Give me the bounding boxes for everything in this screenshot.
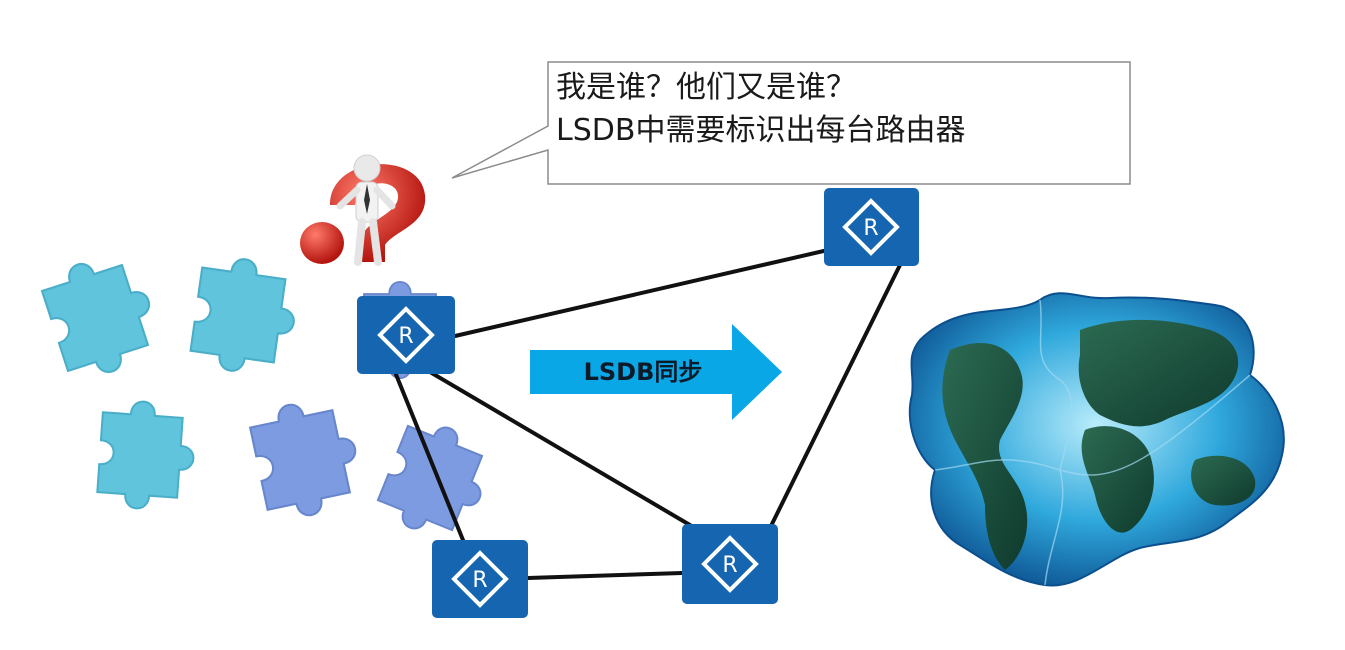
link-r1-r4 [428, 370, 697, 530]
speech-bubble-outline [451, 61, 1131, 185]
thinking-person-icon [300, 154, 426, 266]
speech-bubble [451, 61, 1131, 185]
router-r3[interactable]: R [432, 540, 528, 618]
router-icon: R [451, 550, 509, 608]
router-label: R [472, 568, 487, 593]
puzzle-piece-icon [95, 397, 199, 514]
router-icon: R [842, 198, 900, 256]
callout-line-1: 我是谁？他们又是谁？ [556, 70, 856, 105]
router-label: R [722, 553, 737, 578]
continent-africa [1081, 426, 1154, 533]
speech-bubble-text: 我是谁？他们又是谁？ LSDB中需要标识出每台路由器 [556, 66, 1116, 152]
puzzle-piece-icon [187, 252, 303, 380]
router-label: R [398, 324, 413, 349]
puzzle-seams [934, 299, 1251, 586]
question-dot [300, 222, 344, 264]
router-icon: R [701, 535, 759, 593]
continent-eurasia [1078, 319, 1239, 427]
world-map-puzzle-icon [908, 292, 1285, 587]
router-label: R [863, 216, 878, 241]
link-r3-r4 [526, 571, 684, 580]
sync-arrow-label: LSDB同步 [583, 358, 703, 386]
continent-americas [942, 342, 1028, 570]
puzzle-piece-icon [246, 392, 368, 525]
router-icon: R [377, 306, 435, 364]
router-r4[interactable]: R [682, 524, 778, 604]
link-r1-r3 [393, 370, 467, 547]
link-r1-r2 [453, 248, 830, 338]
link-r2-r4 [768, 263, 902, 530]
puzzle-piece-icon [36, 246, 167, 386]
puzzle-piece-icon [371, 412, 501, 549]
callout-line-2: LSDB中需要标识出每台路由器 [556, 113, 966, 148]
sync-arrow-icon [530, 324, 782, 420]
continent-oceania [1191, 455, 1256, 506]
links-group [393, 248, 902, 580]
puzzle-pieces-group [36, 246, 501, 549]
router-r2[interactable]: R [824, 188, 919, 266]
router-r1[interactable]: R [357, 296, 455, 374]
